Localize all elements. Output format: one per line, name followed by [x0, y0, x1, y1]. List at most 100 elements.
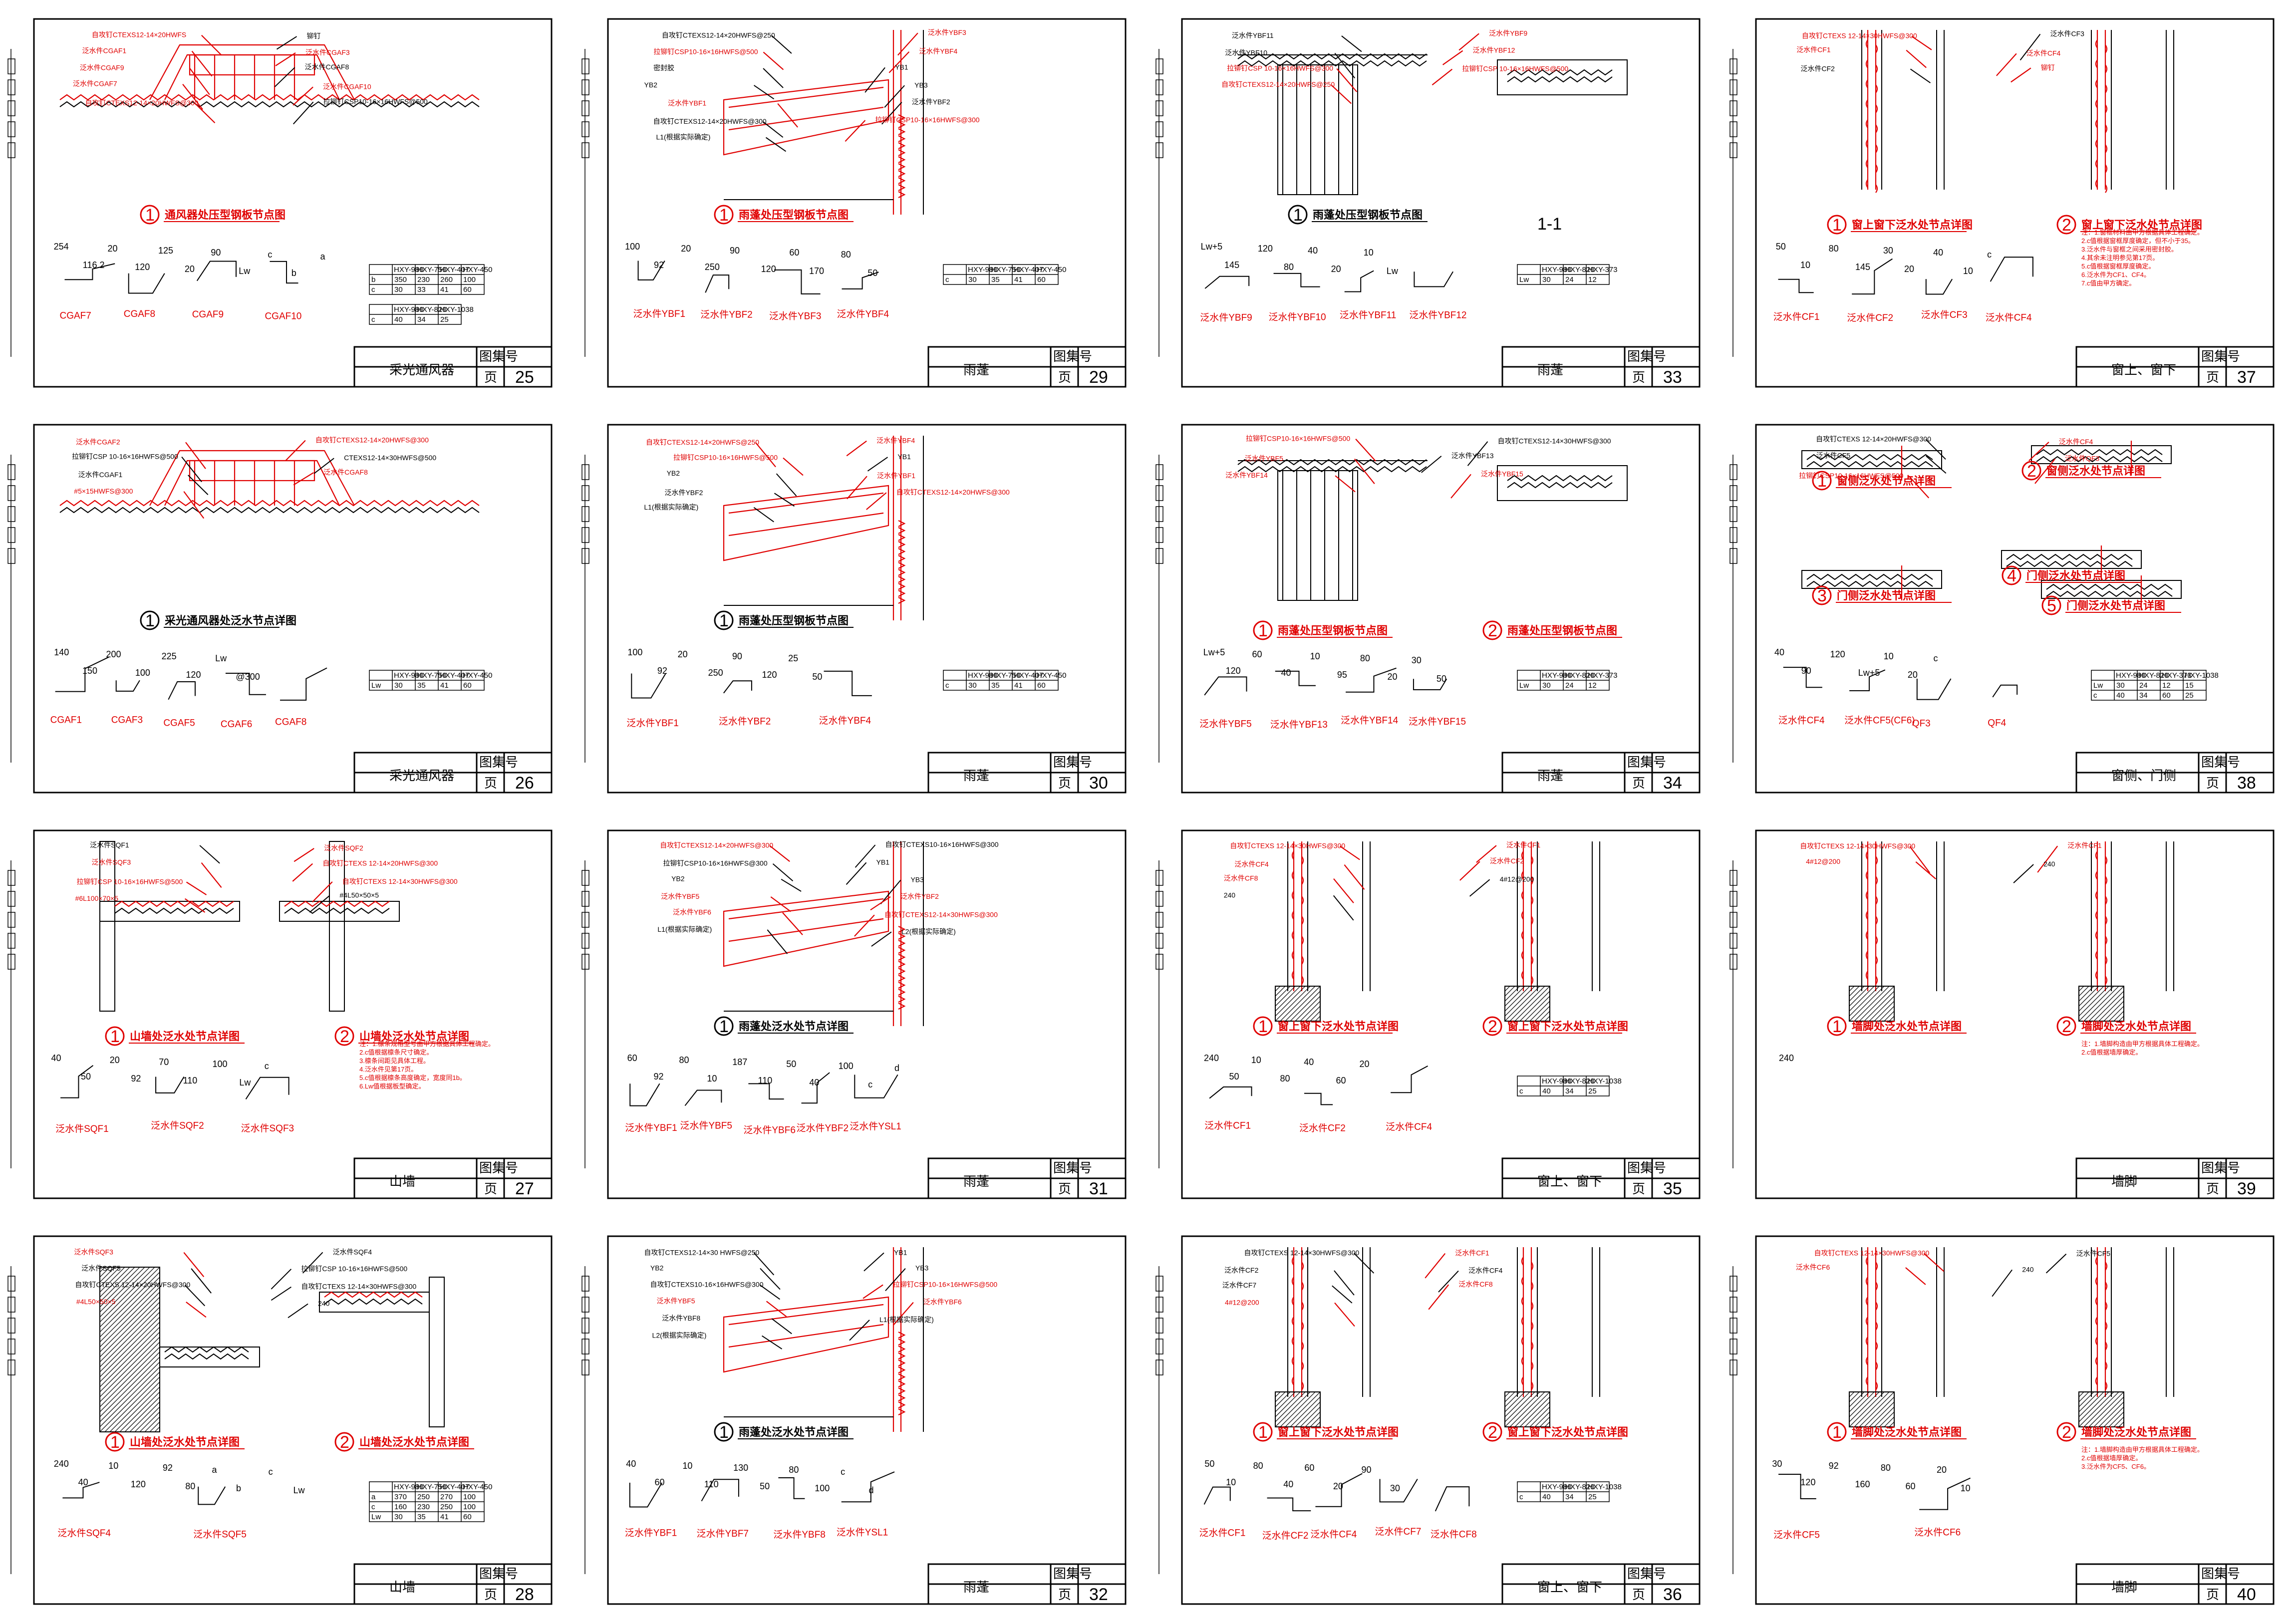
dimension-value: 92 [654, 260, 664, 270]
flashing-profile-sketch [1778, 278, 1814, 293]
page-label: 页 [1058, 1587, 1071, 1602]
callout-caption: 窗上窗下泛水处节点详图 [1507, 1020, 1628, 1033]
flashing-profile-sketch [1304, 1092, 1333, 1105]
flashing-profile-sketch [1916, 678, 1952, 700]
dimension-value: 80 [1253, 1461, 1263, 1471]
leader-label: 泛水件SQF3 [74, 1248, 113, 1256]
page-label: 页 [484, 776, 497, 791]
flashing-profile-label: 泛水件CF1 [1773, 311, 1820, 322]
leader-label: #4L50×50×5 [76, 1298, 116, 1306]
callout-number: 1 [719, 611, 729, 630]
page-number: 34 [1663, 774, 1682, 793]
dimension-value: 50 [1436, 674, 1446, 684]
leader-label: 拉铆钉CSP10-16×16HWFS@300 [663, 859, 768, 867]
flashing-profile-label: 泛水件CF1 [1204, 1120, 1251, 1131]
leader-label: 泛水件YBF12 [1473, 46, 1515, 54]
flashing-profile-label: 泛水件YBF4 [837, 308, 889, 319]
table-cell: 41 [440, 681, 449, 690]
leader-label: 泛水件YBF4 [876, 437, 915, 445]
flashing-profile-sketch [1346, 667, 1397, 693]
flashing-profile-label: 泛水件CF5(CF6) [1844, 715, 1915, 726]
leader-label: YB2 [644, 81, 658, 89]
callout-caption: 窗侧泛水处节点详图 [2046, 465, 2145, 477]
dimension-value: b [236, 1483, 241, 1493]
dimension-value: Lw+5 [1203, 647, 1225, 657]
sheet-border [33, 829, 553, 1199]
page-number: 38 [2237, 774, 2256, 793]
leader-label: 拉铆钉CSP10-16×16HWFS@500 [673, 454, 778, 462]
sheet-title: 雨蓬 [1537, 362, 1563, 377]
flashing-profile-label: 泛水件YBF2 [719, 716, 771, 727]
flashing-profile-sketch [1990, 257, 2033, 282]
table-cell: 30 [1542, 275, 1551, 284]
leader-label: 自攻钉CTEXS12-14×20HWFS@250 [646, 438, 759, 446]
leader-label: 泛水件CGAF10 [323, 82, 371, 90]
dimension-value: 10 [1251, 1055, 1261, 1065]
callout-number: 1 [145, 206, 155, 225]
flashing-profile-sketch [1925, 278, 1953, 295]
dimension-value: 50 [1204, 1459, 1214, 1469]
table-cell: 15 [2185, 681, 2194, 690]
dimension-value: 100 [135, 668, 150, 678]
page-label: 页 [2206, 776, 2219, 791]
table-header-cell: HXY-980 [2116, 671, 2146, 680]
dimension-value: 120 [131, 1479, 146, 1489]
callout-caption: 墙脚处泛水处节点详图 [1852, 1020, 1962, 1033]
table-cell: 41 [1014, 275, 1023, 284]
dimension-value: 10 [1963, 266, 1973, 276]
dimension-value: 50 [81, 1072, 91, 1082]
flashing-profile-sketch [64, 263, 115, 280]
leader-label: 自攻钉CTEXS 12-14×30HWFS@300 [1814, 1249, 1929, 1257]
table-header-cell: HXY-1038 [440, 305, 474, 314]
table-header-cell: HXY-450 [1037, 671, 1067, 680]
flashing-profile-sketch [841, 1471, 895, 1503]
leader-label: 拉铆钉CSP 10-16×16HWFS@500 [301, 1265, 407, 1273]
sheet-border [607, 424, 1127, 794]
table-cell: 12 [1588, 275, 1597, 284]
flashing-profile-sketch [60, 1065, 94, 1098]
leader-label: 240 [2022, 1265, 2034, 1273]
table-cell: 24 [1565, 681, 1574, 690]
table-cell: 60 [463, 285, 472, 294]
flashing-profile-label: 泛水件YSL1 [850, 1121, 901, 1132]
flashing-profile-label: CGAF8 [275, 717, 306, 727]
table-cell: 35 [991, 681, 1000, 690]
leader-label: YB2 [650, 1264, 664, 1272]
page-number: 35 [1663, 1179, 1682, 1198]
flashing-profile-label: 泛水件CF4 [1778, 715, 1825, 726]
callout-number: 1 [719, 206, 729, 225]
flashing-profile-label: 泛水件SQF5 [193, 1529, 247, 1540]
table-cell: 30 [968, 275, 977, 284]
dimension-value: 90 [730, 246, 740, 256]
flashing-profile-sketch [196, 261, 237, 281]
dimension-value: 50 [867, 268, 877, 278]
drawing-no-label: 图集号 [2201, 1160, 2240, 1175]
table-header-cell: HXY-373 [1588, 266, 1618, 274]
leader-label: 自攻钉CTEXS12-14×20HWFS@300 [653, 117, 767, 125]
leader-label: YB1 [895, 63, 908, 71]
flashing-profile-sketch [705, 274, 730, 293]
leader-label: 泛水件SQF5 [81, 1264, 121, 1272]
page-number: 39 [2237, 1179, 2256, 1198]
dimension-value: 90 [1801, 666, 1811, 676]
leader-label: 4#12@200 [1806, 857, 1840, 865]
dimension-value: Lw [293, 1485, 305, 1495]
callout-caption: 窗上窗下泛水处节点详图 [1852, 219, 1973, 231]
table-header-cell: HXY-450 [463, 1483, 493, 1491]
